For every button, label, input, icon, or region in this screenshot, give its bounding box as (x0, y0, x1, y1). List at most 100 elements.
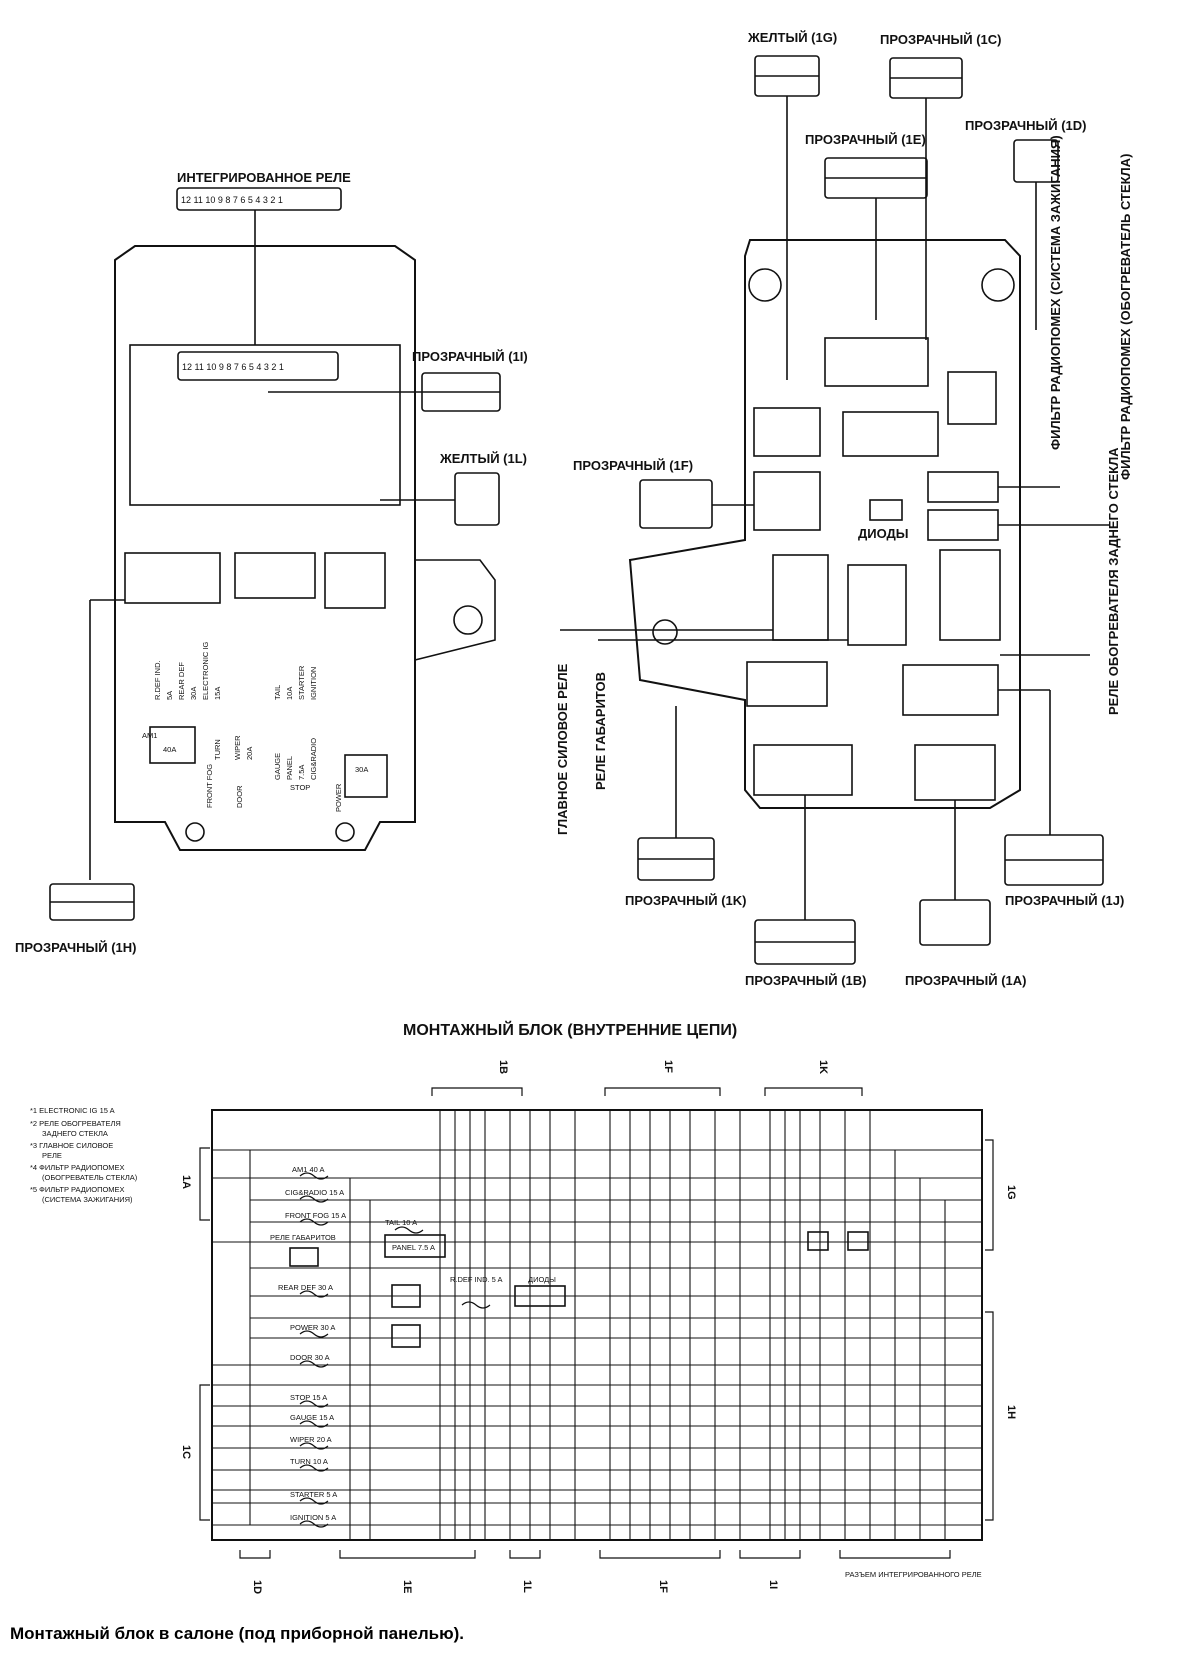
tag-1H: 1H (1005, 1405, 1017, 1419)
el-ignition: IGNITION 5 A (290, 1513, 336, 1522)
conn-1A-label: ПРОЗРАЧНЫЙ (1A) (905, 973, 1027, 988)
tag-1B: 1B (497, 1060, 509, 1074)
fuse-turn: TURN (213, 739, 222, 760)
fuse-am1-value: 40A (163, 745, 176, 754)
fuse-gauge: GAUGE (273, 753, 282, 780)
mounting-hole (748, 268, 782, 302)
note-3b: РЕЛЕ (42, 1151, 62, 1160)
socket-1A (914, 744, 996, 801)
fuse-stop: STOP (290, 783, 310, 792)
tag-1I: 1I (767, 1580, 779, 1589)
relay-pin-row (177, 351, 339, 381)
mounting-hole (185, 822, 205, 842)
el-door: DOOR 30 A (290, 1353, 330, 1362)
fuse-electronic-ig: ELECTRONIC IG (201, 641, 210, 700)
conn-1L-label: ЖЕЛТЫЙ (1L) (439, 451, 527, 466)
socket-1L (324, 552, 386, 609)
filter-5-symbol (847, 1231, 869, 1251)
left-block-housing (114, 245, 416, 851)
conn-1E-label: ПРОЗРАЧНЫЙ (1E) (805, 132, 926, 147)
tag-1F: 1F (662, 1060, 674, 1073)
conn-1K-label: ПРОЗРАЧНЫЙ (1K) (625, 893, 747, 908)
rear-def-relay-label: РЕЛЕ ОБОГРЕВАТЕЛЯ ЗАДНЕГО СТЕКЛА (1106, 447, 1121, 715)
conn-1I-label: ПРОЗРАЧНЫЙ (1I) (412, 349, 528, 364)
internal-circuit-schematic: МОНТАЖНЫЙ БЛОК (ВНУТРЕННИЕ ЦЕПИ) *1 ELEC… (30, 1020, 1017, 1594)
mounting-hole (981, 268, 1015, 302)
integrated-relay-connector (176, 187, 342, 211)
fuse-30a: 30A (189, 687, 198, 700)
tag-1L: 1L (521, 1580, 533, 1593)
conn-1B-label: ПРОЗРАЧНЫЙ (1B) (745, 973, 867, 988)
el-am1: AM1 40 A (292, 1165, 325, 1174)
panel-fuse-box (384, 1234, 446, 1258)
conn-1G-label: ЖЕЛТЫЙ (1G) (747, 30, 837, 45)
note-2b: ЗАДНЕГО СТЕКЛА (42, 1129, 108, 1138)
conn-1F (639, 479, 713, 529)
el-gauge: GAUGE 15 A (290, 1413, 334, 1422)
tag-1C: 1C (180, 1445, 192, 1459)
figure-caption: Монтажный блок в салоне (под приборной п… (10, 1624, 464, 1643)
relay-socket (847, 564, 907, 646)
socket-1D (947, 371, 997, 425)
el-diodes: ДИОДЫ (528, 1275, 556, 1284)
integrated-relay-label: ИНТЕГРИРОВАННОЕ РЕЛЕ (177, 170, 351, 185)
tag-1F-bottom: 1F (657, 1580, 669, 1593)
el-r-def-ind: R.DEF IND. 5 A (450, 1275, 503, 1284)
diodes-label: ДИОДЫ (858, 526, 909, 541)
fuse-r-def-ind: R.DEF IND. (153, 660, 162, 700)
fuse-front-fog: FRONT FOG (205, 764, 214, 808)
socket-1J (902, 664, 999, 716)
relay-socket (772, 554, 829, 641)
tail-relay-symbol (289, 1247, 319, 1267)
filter-ign-socket (927, 471, 999, 503)
side-labels: ФИЛЬТР РАДИОПОМЕХ (СИСТЕМА ЗАЖИГАНИЯ) ФИ… (555, 135, 1133, 835)
conn-1J-label: ПРОЗРАЧНЫЙ (1J) (1005, 893, 1124, 908)
right-junction-block: ЖЕЛТЫЙ (1G) ПРОЗРАЧНЫЙ (1C) ПРОЗРАЧНЫЙ (… (555, 30, 1133, 988)
diodes-socket (869, 499, 903, 521)
socket-1G (753, 407, 821, 457)
relay-socket (939, 549, 1001, 641)
tag-1A: 1A (180, 1175, 192, 1189)
connector-brackets (199, 1087, 994, 1559)
socket-1H (124, 552, 221, 604)
conn-1C-top-label: ПРОЗРАЧНЫЙ (1C) (880, 32, 1002, 47)
conn-1H-label: ПРОЗРАЧНЫЙ (1H) (15, 940, 137, 955)
tag-1K: 1K (817, 1060, 829, 1074)
fuse-power-value: 30A (355, 765, 368, 774)
schematic-title: МОНТАЖНЫЙ БЛОК (ВНУТРЕННИЕ ЦЕПИ) (403, 1020, 737, 1039)
schematic-notes: *1 ELECTRONIC IG 15 A *2 РЕЛЕ ОБОГРЕВАТЕ… (30, 1106, 138, 1204)
socket-1F (753, 471, 821, 531)
filter-4-symbol (807, 1231, 829, 1251)
fuse-rear-def: REAR DEF (177, 662, 186, 700)
el-front-fog: FRONT FOG 15 A (285, 1211, 346, 1220)
note-1: *1 ELECTRONIC IG 15 A (30, 1106, 115, 1115)
note-4: *4 ФИЛЬТР РАДИОПОМЕХ (30, 1163, 125, 1172)
fuse-tail: TAIL (273, 685, 282, 700)
conn-1F-label: ПРОЗРАЧНЫЙ (1F) (573, 458, 693, 473)
filter-def-socket (927, 509, 999, 541)
el-wiper: WIPER 20 A (290, 1435, 332, 1444)
fuse-7-5a: 7.5A (297, 765, 306, 780)
mounting-hole (335, 822, 355, 842)
fuse-starter: STARTER (297, 665, 306, 700)
relay-socket-area (129, 344, 401, 506)
fuse-10a: 10A (285, 687, 294, 700)
conn-1D-label: ПРОЗРАЧНЫЙ (1D) (965, 118, 1087, 133)
fuse-door: DOOR (235, 785, 244, 808)
el-tail-relay: РЕЛЕ ГАБАРИТОВ (270, 1233, 336, 1242)
left-junction-block: ИНТЕГРИРОВАННОЕ РЕЛЕ 12 11 10 9 8 7 6 5 … (15, 170, 528, 955)
socket-1E (824, 337, 929, 387)
tag-1E: 1E (401, 1580, 413, 1593)
tail-relay-label: РЕЛЕ ГАБАРИТОВ (593, 672, 608, 790)
fuse-ignition: IGNITION (309, 667, 318, 700)
note-4b: (ОБОГРЕВАТЕЛЬ СТЕКЛА) (42, 1173, 138, 1182)
fuse-20a: 20A (245, 747, 254, 760)
conn-1A (919, 899, 991, 946)
conn-1L (454, 472, 500, 526)
el-cig-radio: CIG&RADIO 15 A (285, 1188, 344, 1197)
tag-1G: 1G (1005, 1185, 1017, 1200)
main-power-relay-label: ГЛАВНОЕ СИЛОВОЕ РЕЛЕ (555, 663, 570, 835)
right-block-housing (628, 239, 1021, 809)
